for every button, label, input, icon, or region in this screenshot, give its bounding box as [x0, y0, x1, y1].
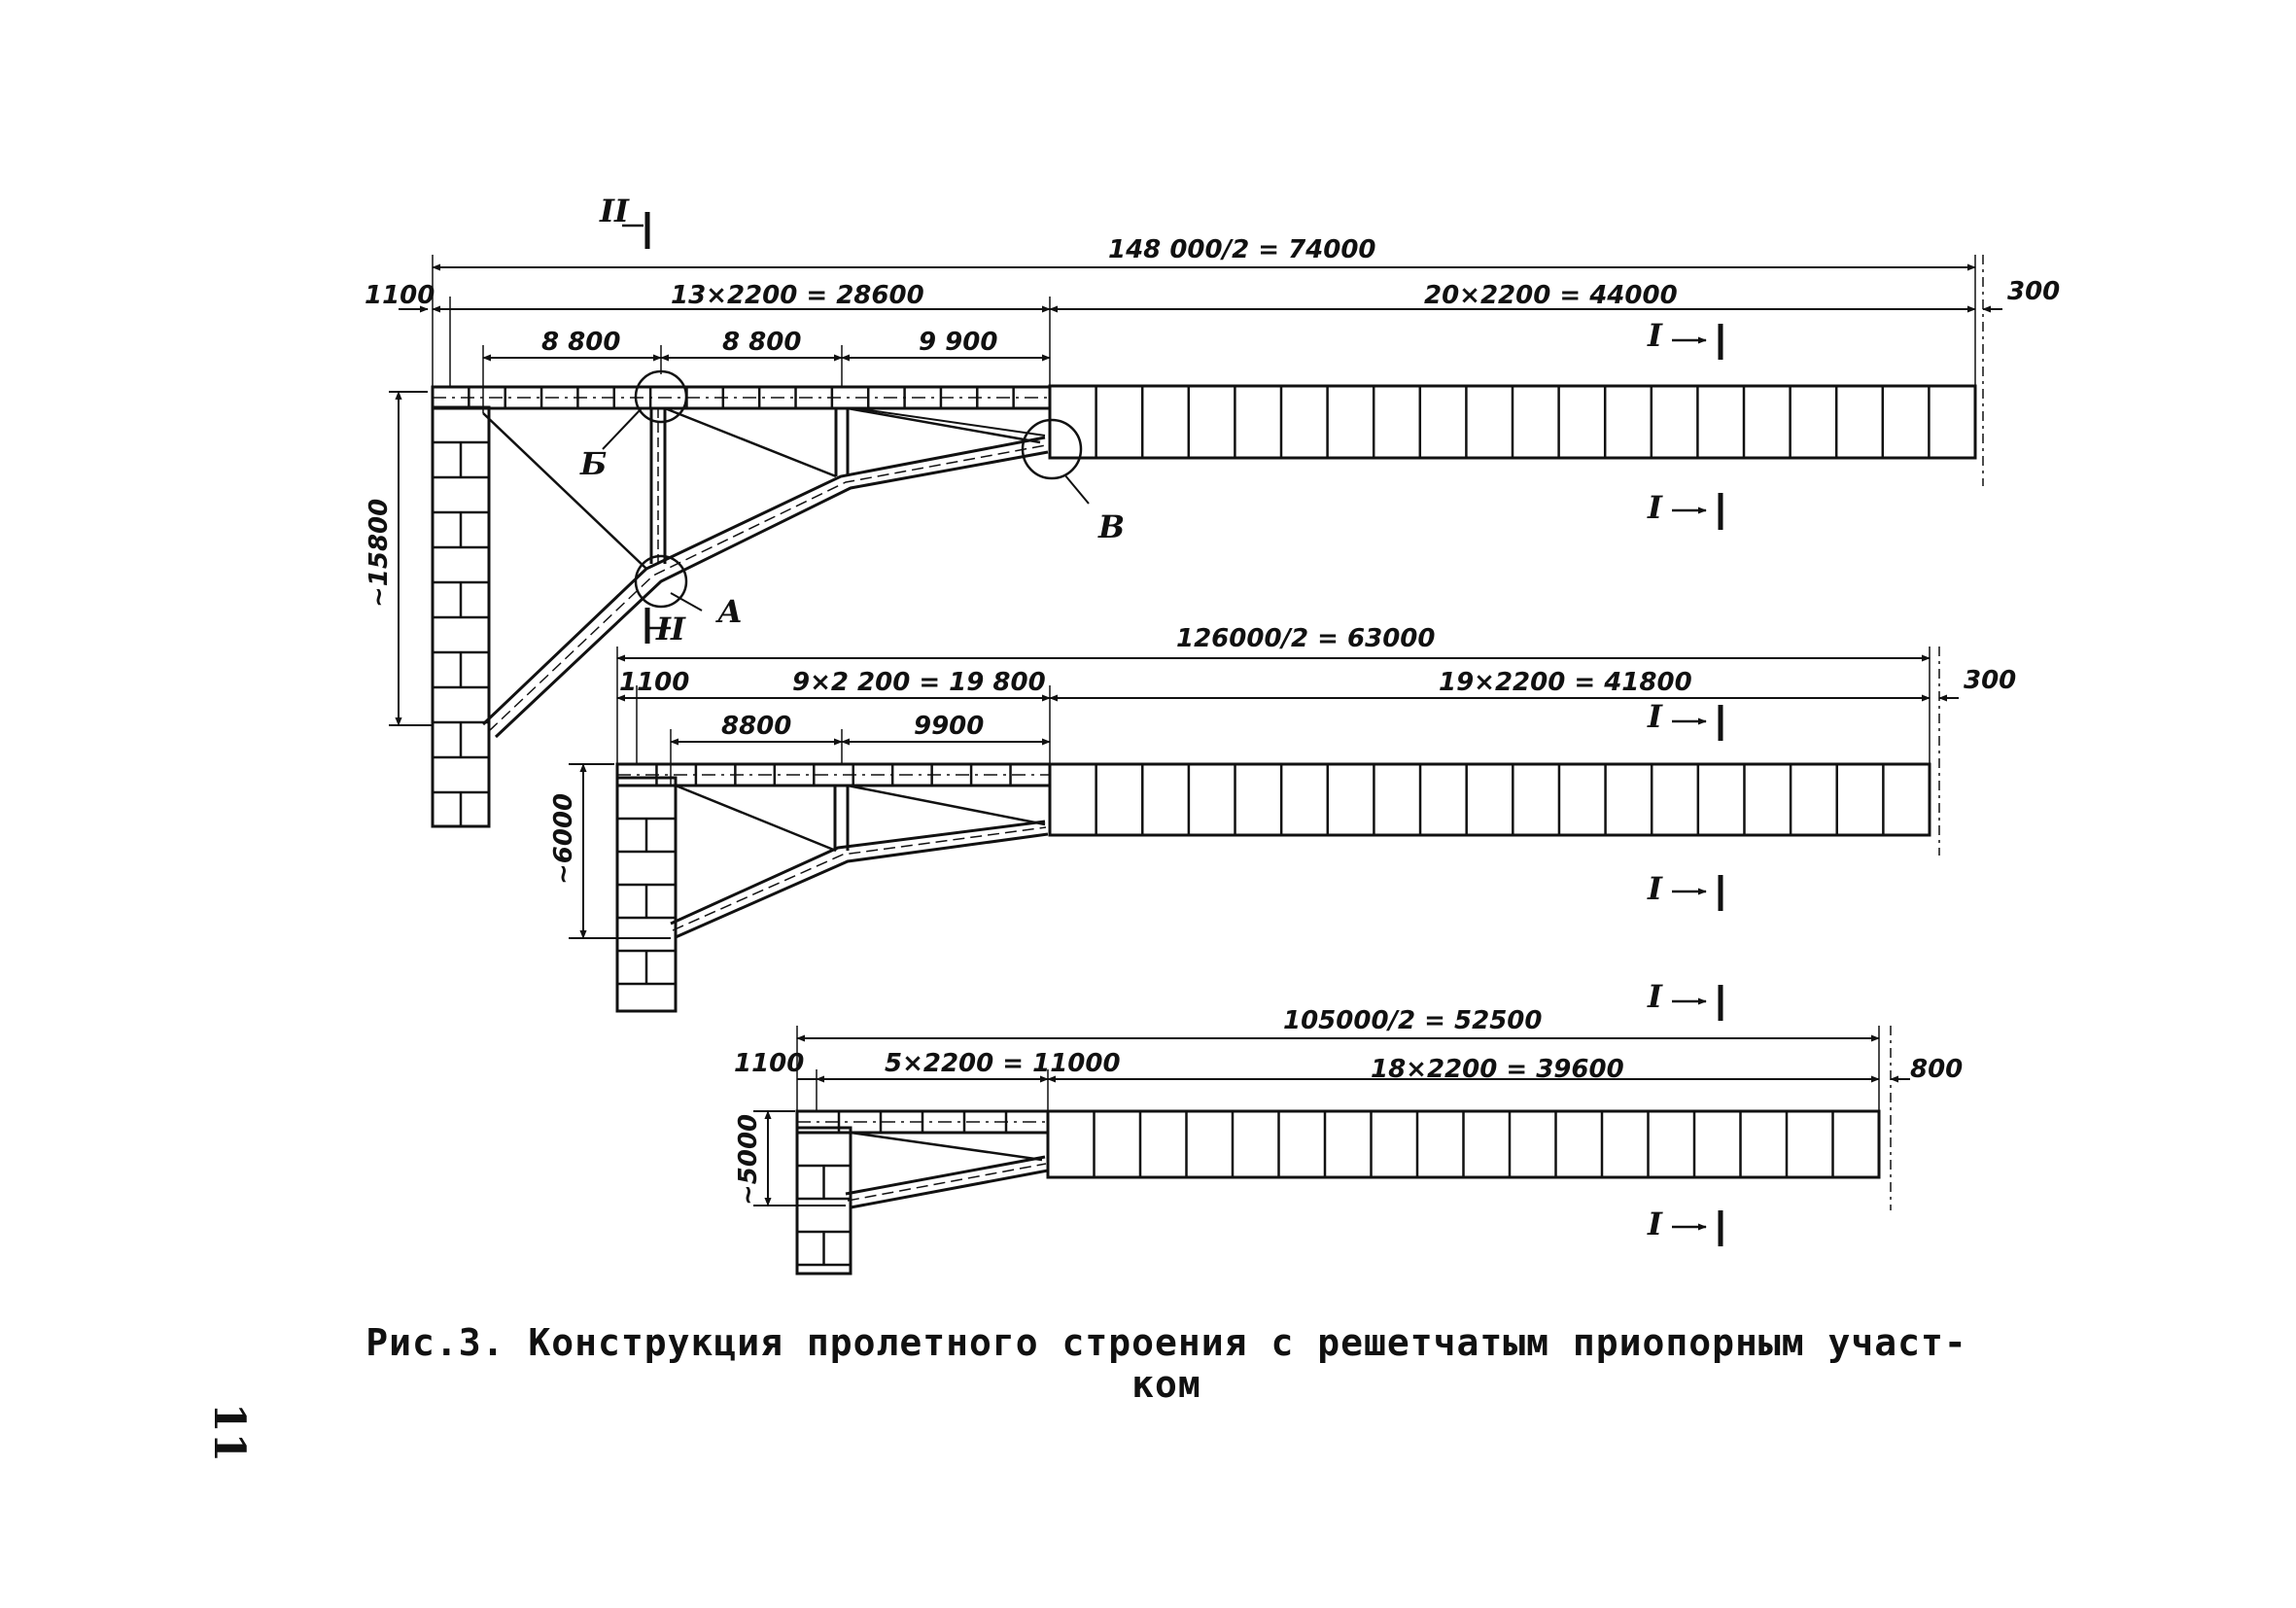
section-ii-marker-bottom — [644, 608, 671, 644]
diagram-1 — [389, 212, 2002, 828]
girder-cells-2 — [1095, 764, 1885, 835]
d3-total-label: 105000/2 = 52500 — [1283, 1006, 1542, 1035]
girder-cells-1 — [1095, 386, 1931, 458]
d3-section-i-bottom-label: I — [1647, 1206, 1663, 1242]
d1-left-offset-label: 1100 — [365, 281, 435, 310]
node-v-label: В — [1097, 508, 1125, 545]
d2-lattice-span-label: 9×2 200 = 19 800 — [792, 668, 1046, 697]
pier-2-bricks — [617, 817, 676, 986]
pier-2 — [615, 776, 678, 1013]
d2-panel-2-label: 9900 — [914, 712, 984, 741]
lattice-deck-panels-2 — [655, 764, 1012, 786]
d2-panel-1-label: 8800 — [721, 712, 791, 741]
figure-caption-line-1: Рис.3. Конструкция пролетного строения с… — [365, 1321, 1967, 1364]
node-a-circle — [634, 554, 688, 609]
figure-caption-line-2: ком — [1131, 1363, 1201, 1406]
d3-lattice-span-label: 5×2200 = 11000 — [885, 1049, 1121, 1078]
d2-section-i-marker-top — [1672, 705, 1723, 741]
section-ii-top-label: II — [599, 192, 630, 229]
d1-section-i-top-label: I — [1647, 317, 1663, 354]
d1-girder-span-label: 20×2200 = 44000 — [1424, 281, 1678, 310]
d3-right-offset-label: 800 — [1910, 1055, 1963, 1084]
girder-cells-3 — [1093, 1111, 1834, 1177]
d3-left-offset-label: 1100 — [734, 1049, 804, 1078]
d2-section-i-top-label: I — [1647, 698, 1663, 735]
diagram-2 — [569, 647, 1959, 1013]
d3-height-label: ~5000 — [734, 1114, 763, 1206]
d3-section-i-top-label: I — [1647, 978, 1663, 1015]
d2-girder-span-label: 19×2200 = 41800 — [1439, 668, 1692, 697]
node-b-circle — [634, 369, 688, 424]
d2-height-label: ~6000 — [549, 793, 578, 885]
girder-2 — [1048, 762, 1931, 837]
node-a-label: А — [715, 593, 743, 630]
d3-section-i-marker-bottom — [1672, 1210, 1723, 1246]
pier-1-bricks — [433, 440, 489, 826]
d2-section-i-marker-bottom — [1672, 875, 1723, 911]
pier-3-bricks — [797, 1164, 851, 1267]
d3-girder-span-label: 18×2200 = 39600 — [1371, 1055, 1624, 1084]
page-number: 11 — [204, 1402, 255, 1463]
section-i-marker-top — [1672, 324, 1723, 360]
d3-section-i-marker-top — [1672, 985, 1723, 1021]
section-ii-bottom-label: II — [655, 611, 686, 647]
section-ii-marker-top — [622, 212, 650, 249]
d2-section-i-bottom-label: I — [1647, 870, 1663, 907]
d1-total-label: 148 000/2 = 74000 — [1108, 235, 1376, 264]
node-b-label: Б — [579, 445, 607, 482]
d2-left-offset-label: 1100 — [619, 668, 689, 697]
d1-right-offset-label: 300 — [2007, 277, 2060, 306]
d2-total-label: 126000/2 = 63000 — [1176, 624, 1435, 653]
section-i-marker-bottom — [1672, 493, 1723, 530]
node-v-circle — [1021, 418, 1083, 480]
lattice-deck-panels-1 — [468, 387, 1015, 408]
diagram-3 — [753, 985, 1910, 1276]
d1-panel-2-label: 8 800 — [722, 328, 801, 357]
d2-right-offset-label: 300 — [1964, 666, 2016, 695]
d1-section-i-bottom-label: I — [1647, 489, 1663, 526]
lattice-deck-panels-3 — [837, 1111, 1008, 1133]
d1-height-label: ~15800 — [365, 499, 394, 608]
d1-panel-3-label: 9 900 — [919, 328, 997, 357]
d1-lattice-span-label: 13×2200 = 28600 — [671, 281, 924, 310]
d1-panel-1-label: 8 800 — [541, 328, 620, 357]
